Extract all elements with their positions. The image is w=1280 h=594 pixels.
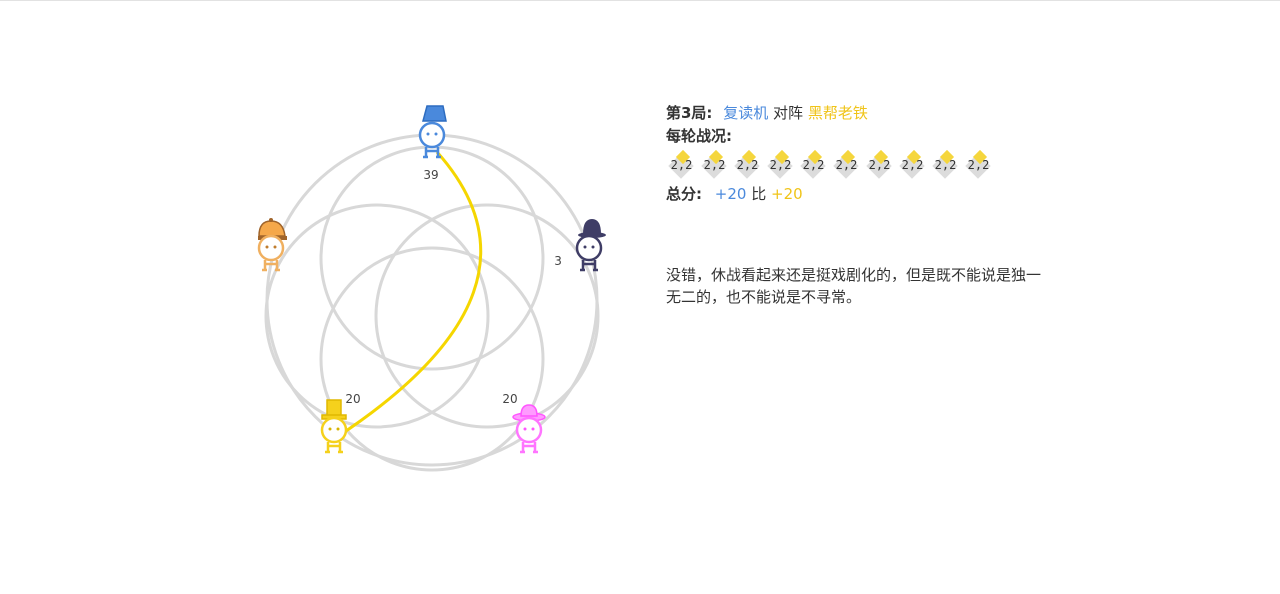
network-circle xyxy=(264,203,490,429)
narration-text: 没错，休战看起来还是挺戏剧化的，但是既不能说是独一无二的，也不能说是不寻常。 xyxy=(666,266,1042,306)
round-value: 2,2 xyxy=(967,158,990,172)
vs-label: 对阵 xyxy=(773,104,804,122)
per-round-label: 每轮战况: xyxy=(666,127,732,145)
round-chip: 2,2 xyxy=(699,149,730,180)
network-circle xyxy=(265,133,599,467)
round-value: 2,2 xyxy=(934,158,957,172)
total-score: 总分: +20 比 +20 xyxy=(666,183,1086,206)
round-value: 2,2 xyxy=(736,158,759,172)
bucket-hat-icon xyxy=(422,105,447,122)
player-detective[interactable] xyxy=(257,218,287,272)
network-circle xyxy=(319,246,545,472)
player-a-name: 复读机 xyxy=(723,104,769,122)
round-chip: 2,2 xyxy=(930,149,961,180)
round-chip: 2,2 xyxy=(831,149,862,180)
top-hat-icon xyxy=(321,399,347,420)
score-separator: 比 xyxy=(751,185,767,203)
round-value: 2,2 xyxy=(901,158,924,172)
player-score: 39 xyxy=(423,168,438,182)
player-grudger[interactable]: 20 xyxy=(502,392,546,454)
round-results: 2,2 2,2 2,2 2,2 2,2 2,2 2,2 2,2 2,2 2,2 xyxy=(666,149,1086,181)
round-chip: 2,2 xyxy=(798,149,829,180)
top-divider xyxy=(0,0,1280,1)
round-value: 2,2 xyxy=(670,158,693,172)
round-value: 2,2 xyxy=(769,158,792,172)
round-value: 2,2 xyxy=(835,158,858,172)
round-chip: 2,2 xyxy=(864,149,895,180)
match-title: 第3局: 复读机 对阵 黑帮老铁 xyxy=(666,102,1086,125)
active-match-arc xyxy=(336,151,483,439)
round-value: 2,2 xyxy=(802,158,825,172)
score-b: +20 xyxy=(771,185,803,203)
round-chip: 2,2 xyxy=(666,149,697,180)
player-b-name: 黑帮老铁 xyxy=(807,104,868,122)
player-cheater[interactable]: 3 xyxy=(554,219,606,272)
round-chip: 2,2 xyxy=(897,149,928,180)
round-chip: 2,2 xyxy=(765,149,796,180)
player-copycat[interactable]: 39 xyxy=(418,105,447,182)
player-score: 20 xyxy=(502,392,517,406)
total-label: 总分: xyxy=(666,185,702,203)
player-gangster[interactable]: 20 xyxy=(320,392,361,454)
round-value: 2,2 xyxy=(703,158,726,172)
round-chip: 2,2 xyxy=(963,149,994,180)
round-label: 第3局: xyxy=(666,104,713,122)
network-circle xyxy=(374,203,600,429)
per-round-heading: 每轮战况: xyxy=(666,125,1086,148)
player-score: 20 xyxy=(345,392,360,406)
round-value: 2,2 xyxy=(868,158,891,172)
round-chip: 2,2 xyxy=(732,149,763,180)
score-a: +20 xyxy=(714,185,747,203)
player-score: 3 xyxy=(554,254,562,268)
